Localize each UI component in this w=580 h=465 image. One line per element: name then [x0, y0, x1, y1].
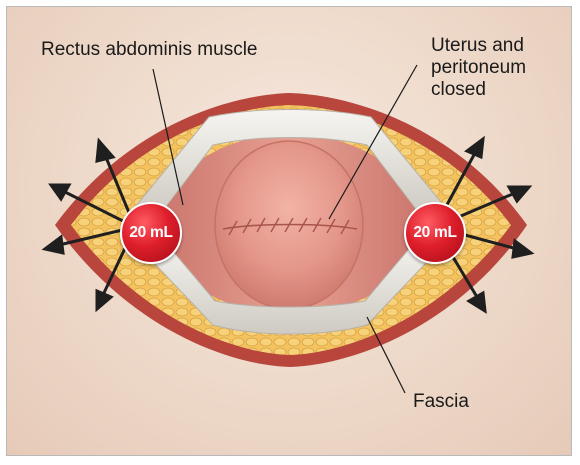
uterus-label: Uterus and peritoneum closed [431, 35, 526, 101]
rectus-abdominis-label: Rectus abdominis muscle [41, 39, 257, 61]
injection-badge-right: 20 mL [404, 202, 466, 264]
injection-volume-left: 20 mL [129, 224, 172, 242]
illustration-frame: Rectus abdominis muscle Uterus and perit… [6, 6, 572, 456]
injection-volume-right: 20 mL [413, 224, 456, 242]
injection-badge-left: 20 mL [120, 202, 182, 264]
fascia-label: Fascia [413, 391, 469, 413]
